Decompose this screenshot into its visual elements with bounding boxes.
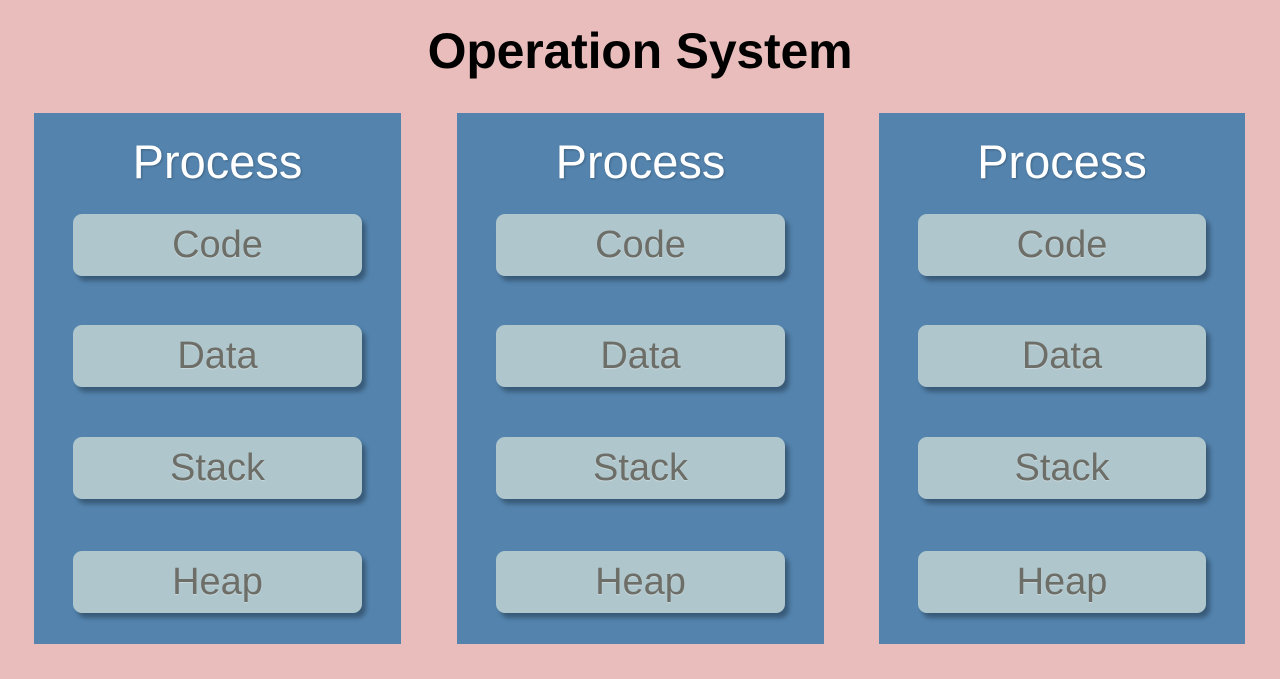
memory-segment-label: Heap (172, 561, 263, 603)
memory-segment-data: Data (918, 325, 1206, 387)
memory-segment-label: Code (172, 224, 263, 266)
process-heading: Process (977, 135, 1147, 188)
memory-segment-code: Code (73, 214, 362, 276)
memory-segment-code: Code (496, 214, 785, 276)
memory-segment-label: Data (1021, 335, 1103, 377)
memory-segment-data: Data (73, 325, 362, 387)
memory-segment-code: Code (918, 214, 1206, 276)
memory-segment-stack: Stack (496, 437, 785, 499)
memory-segment-heap: Heap (73, 551, 362, 613)
memory-segment-label: Heap (595, 561, 686, 603)
process-box: Process Code Data Stack Heap (457, 113, 824, 644)
memory-segment-label: Code (1016, 224, 1108, 266)
memory-segment-label: Stack (169, 447, 266, 489)
process-heading: Process (555, 135, 726, 188)
memory-segment-label: Code (595, 224, 686, 266)
memory-segment-label: Heap (1016, 561, 1108, 603)
memory-segment-stack: Stack (918, 437, 1206, 499)
memory-segment-label: Data (600, 335, 681, 377)
memory-segment-stack: Stack (73, 437, 362, 499)
process-box: Process Code Data Stack Heap (34, 113, 401, 644)
page-title: Operation System (427, 23, 853, 79)
memory-segment-heap: Heap (918, 551, 1206, 613)
memory-segment-label: Data (177, 335, 258, 377)
memory-segment-data: Data (496, 325, 785, 387)
memory-segment-label: Stack (592, 447, 689, 489)
process-heading: Process (132, 135, 303, 188)
memory-segment-label: Stack (1014, 447, 1110, 489)
memory-segment-heap: Heap (496, 551, 785, 613)
process-box: Process Code Data Stack Heap (879, 113, 1245, 644)
